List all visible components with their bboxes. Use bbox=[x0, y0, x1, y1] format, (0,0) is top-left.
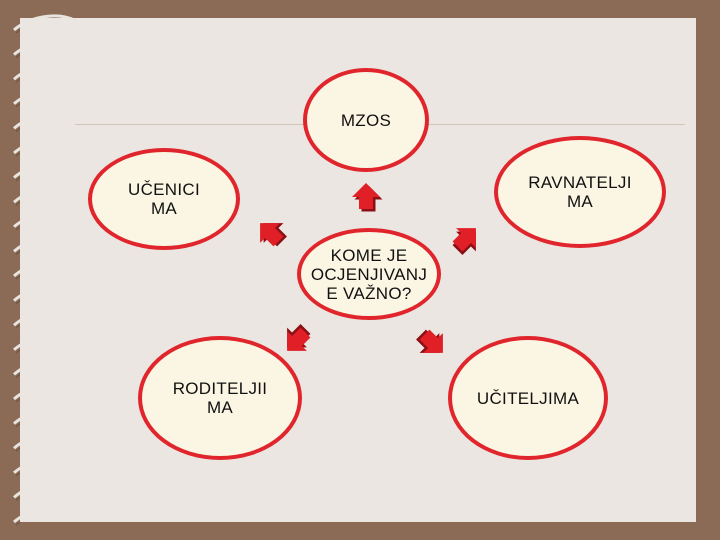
node-ucitelji: UČITELJIMA bbox=[448, 336, 608, 460]
node-center: KOME JE OCJENJIVANJ E VAŽNO? bbox=[297, 228, 441, 320]
node-ravnatelji: RAVNATELJI MA bbox=[494, 136, 666, 248]
node-ucenici: UČENICI MA bbox=[88, 148, 240, 250]
node-mzos: MZOS bbox=[303, 68, 429, 172]
node-roditelji: RODITELJII MA bbox=[138, 336, 302, 460]
